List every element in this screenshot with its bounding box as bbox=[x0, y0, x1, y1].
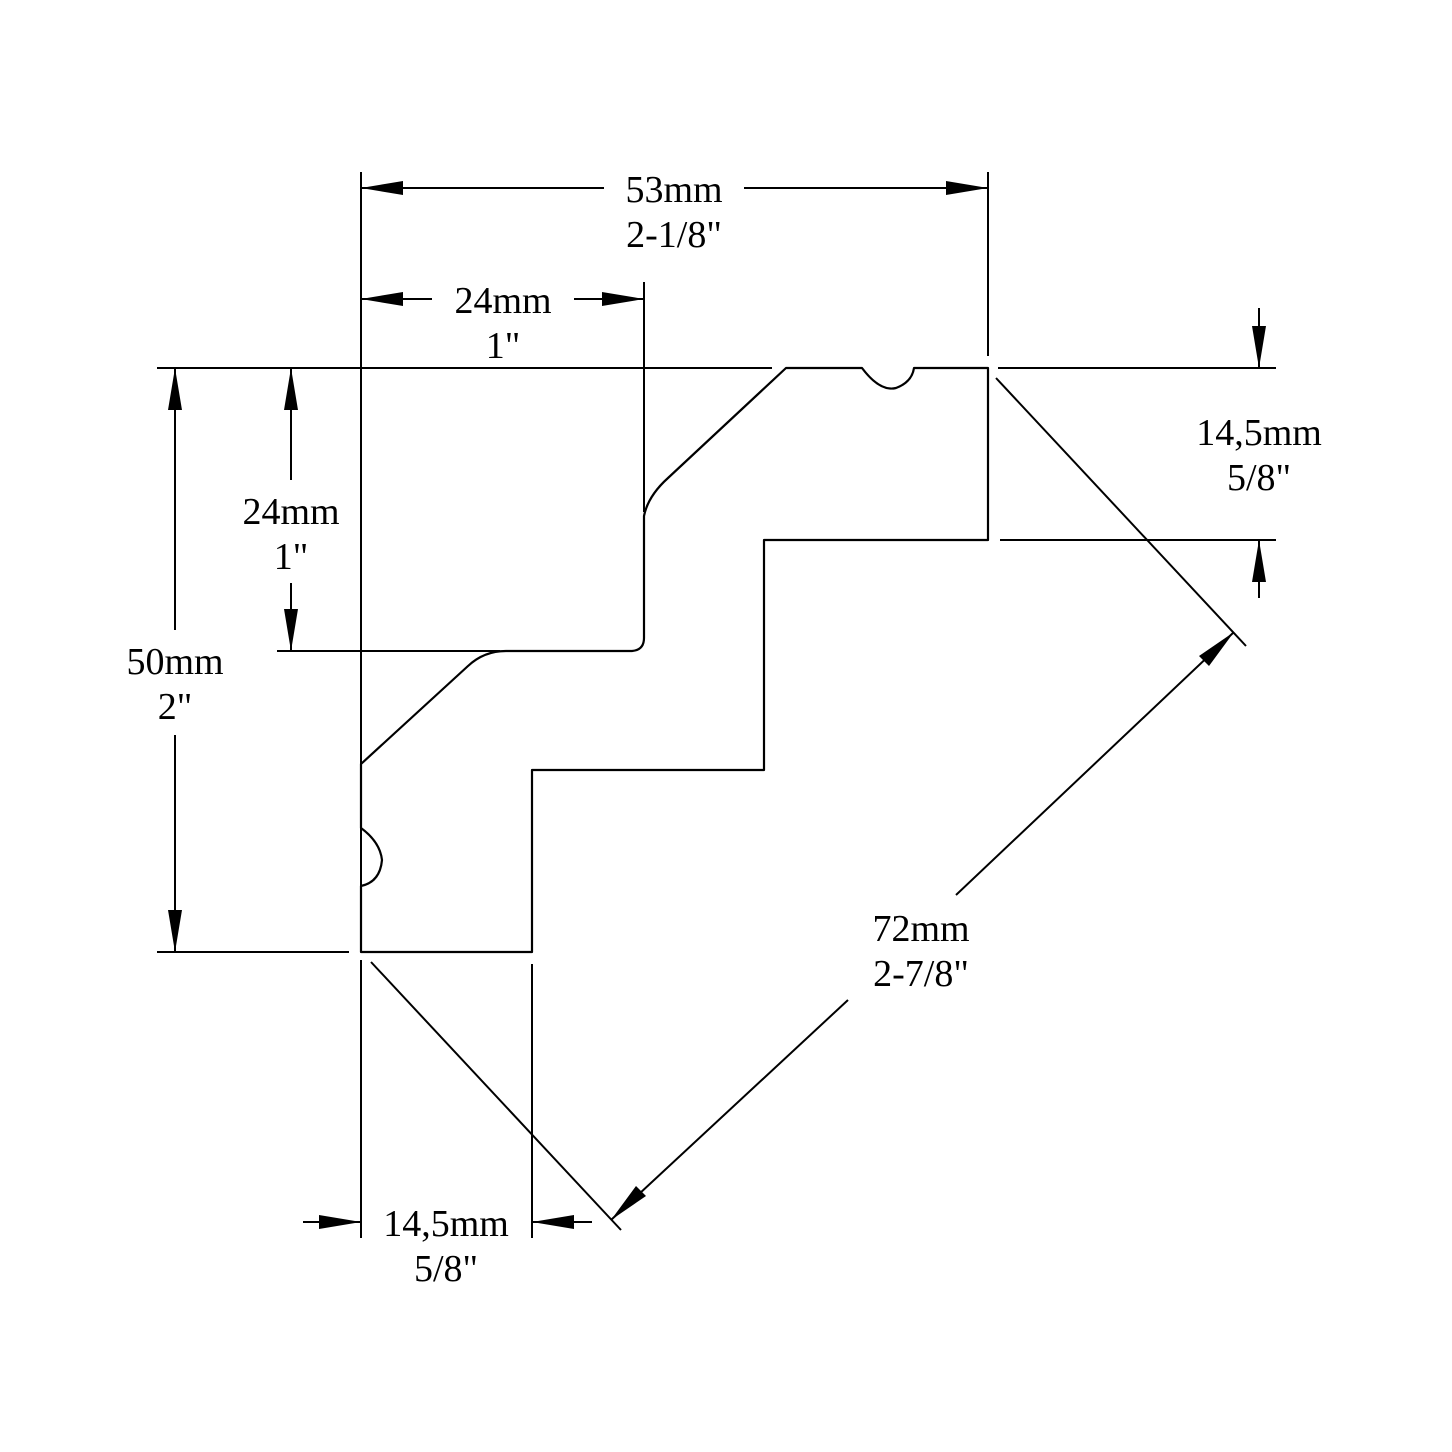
overall-height-imperial: 2" bbox=[158, 686, 193, 728]
overall-width-imperial: 2-1/8" bbox=[626, 214, 722, 256]
arrowhead bbox=[946, 181, 988, 195]
arrowhead bbox=[361, 292, 403, 306]
inner-width-imperial: 1" bbox=[486, 325, 521, 367]
extension-lines bbox=[157, 172, 1276, 1238]
overall-width-metric: 53mm bbox=[625, 169, 722, 211]
diagonal-imperial: 2-7/8" bbox=[873, 953, 969, 995]
arrowhead bbox=[361, 181, 403, 195]
arrowhead bbox=[284, 609, 298, 651]
profile-outline bbox=[359, 366, 990, 954]
bottom-thickness-metric: 14,5mm bbox=[383, 1203, 509, 1245]
inner-height-metric: 24mm bbox=[242, 491, 339, 533]
dim-inner-width: 24mm 1" bbox=[361, 280, 644, 367]
arrowhead bbox=[319, 1215, 361, 1229]
arrowhead bbox=[168, 368, 182, 410]
inner-height-imperial: 1" bbox=[274, 536, 309, 578]
dim-right-thickness: 14,5mm 5/8" bbox=[1196, 308, 1322, 598]
right-thickness-imperial: 5/8" bbox=[1227, 457, 1291, 499]
arrowhead bbox=[1252, 540, 1266, 582]
diagonal-metric: 72mm bbox=[872, 908, 969, 950]
arrowhead bbox=[532, 1215, 574, 1229]
dim-inner-height: 24mm 1" bbox=[242, 368, 340, 651]
arrowhead bbox=[1199, 632, 1234, 666]
dim-diagonal: 72mm 2-7/8" bbox=[610, 631, 1235, 1221]
bottom-thickness-imperial: 5/8" bbox=[414, 1248, 478, 1290]
overall-height-metric: 50mm bbox=[126, 641, 223, 683]
arrowhead bbox=[602, 292, 644, 306]
arrowhead bbox=[168, 910, 182, 952]
dim-bottom-thickness: 14,5mm 5/8" bbox=[303, 1203, 592, 1290]
inner-width-metric: 24mm bbox=[454, 280, 551, 322]
arrowhead bbox=[284, 368, 298, 410]
arrowhead bbox=[1252, 326, 1266, 368]
dim-overall-height: 50mm 2" bbox=[126, 368, 224, 952]
arrowhead bbox=[611, 1186, 646, 1220]
dim-overall-width: 53mm 2-1/8" bbox=[361, 169, 988, 256]
right-thickness-metric: 14,5mm bbox=[1196, 412, 1322, 454]
